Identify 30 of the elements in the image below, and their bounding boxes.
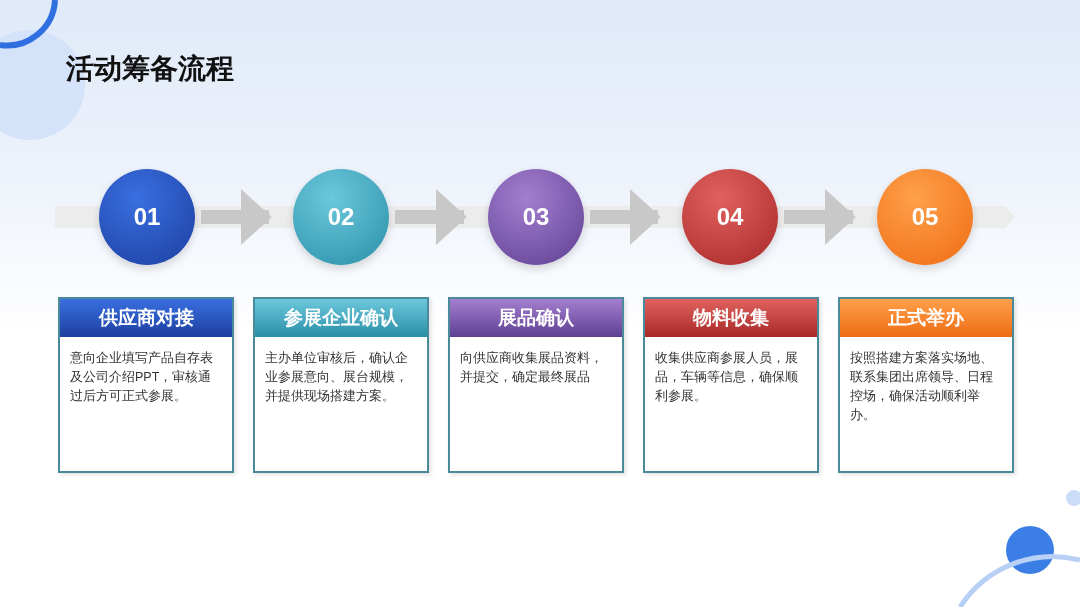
step-number: 01	[133, 203, 161, 231]
step-card	[253, 297, 429, 473]
card-text: 主办单位审核后，确认企业参展意向、展台规模，并提供现场搭建方案。	[265, 350, 409, 405]
step-card	[448, 297, 624, 473]
card-heading: 供应商对接	[60, 299, 232, 337]
card-heading: 参展企业确认	[255, 299, 427, 337]
arrow	[395, 189, 467, 245]
card-heading: 展品确认	[450, 299, 622, 337]
step-circle	[682, 169, 778, 265]
title: 活动筹备流程	[66, 52, 234, 86]
step-circle	[877, 169, 973, 265]
step-number: 05	[911, 203, 939, 231]
card-heading: 正式举办	[840, 299, 1012, 337]
step-circle	[293, 169, 389, 265]
step-number: 03	[522, 203, 550, 231]
arrow	[201, 189, 272, 245]
card-text: 意向企业填写产品自存表及公司介绍PPT，审核通过后方可正式参展。	[70, 350, 214, 405]
arrow	[590, 189, 661, 245]
card-text: 收集供应商参展人员，展品，车辆等信息，确保顺利参展。	[655, 350, 799, 405]
step-card	[838, 297, 1014, 473]
card-text: 按照搭建方案落实场地、联系集团出席领导、日程控场，确保活动顺利举办。	[850, 350, 994, 424]
step-number: 04	[716, 203, 744, 231]
card-text: 向供应商收集展品资料，并提交，确定最终展品	[460, 350, 604, 386]
arrow	[784, 189, 856, 245]
step-card	[643, 297, 819, 473]
step-number: 02	[327, 203, 355, 231]
step-card	[58, 297, 234, 473]
card-heading: 物料收集	[645, 299, 817, 337]
step-circle	[488, 169, 584, 265]
step-circle	[99, 169, 195, 265]
